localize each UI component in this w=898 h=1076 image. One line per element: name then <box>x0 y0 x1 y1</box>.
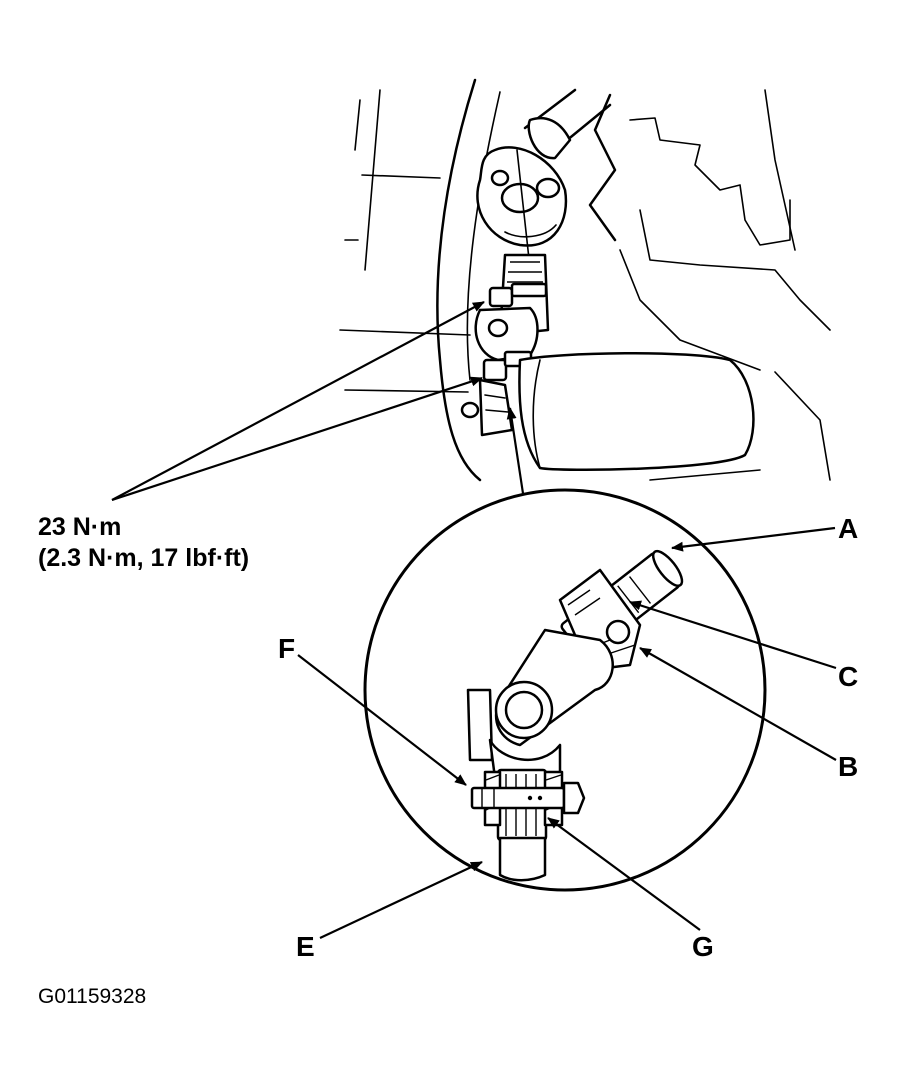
torque-leaders <box>111 301 485 502</box>
callout-G: G <box>692 931 714 962</box>
callout-C: C <box>838 661 858 692</box>
detail-circle <box>363 488 767 892</box>
shaft-E <box>496 768 548 882</box>
upper-bolt <box>488 282 548 308</box>
detail-pointer-arrow <box>506 407 526 501</box>
torque-spec-line1: 23 N·m <box>38 513 121 541</box>
pinch-bolt-hole-C <box>605 619 631 645</box>
figure-code: G01159328 <box>38 985 146 1008</box>
callout-A: A <box>838 513 858 544</box>
torque-spec-line2: (2.3 N·m, 17 lbf·ft) <box>38 544 249 572</box>
callout-F: F <box>278 633 295 664</box>
callout-B: B <box>838 751 858 782</box>
vehicle-overview-drawing <box>339 78 831 482</box>
callout-E: E <box>296 931 315 962</box>
clamp-bolt <box>470 781 586 815</box>
callout-pointers <box>297 526 837 939</box>
